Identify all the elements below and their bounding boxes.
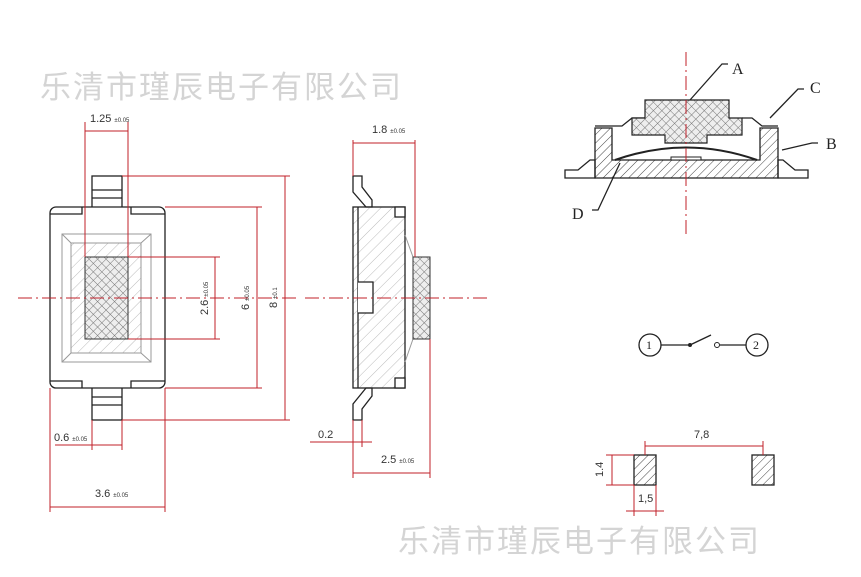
watermark-1: 乐清市瑾辰电子有限公司 <box>40 70 403 106</box>
pad-left <box>633 454 657 486</box>
dim-7-8: 7,8 <box>694 429 709 441</box>
label-A: A <box>732 61 744 78</box>
right-leg <box>777 159 809 179</box>
label-B: B <box>826 136 837 153</box>
bottom-terminal <box>91 386 123 421</box>
dim-3-6-text: 3.6±0.05 <box>95 488 129 500</box>
dim-1-25: 1.25 <box>90 113 111 125</box>
label-C: C <box>810 80 821 97</box>
dim-1-25-tol: ±0.05 <box>114 118 130 124</box>
dim-1-8-tol: ±0.05 <box>390 129 406 135</box>
top-terminal <box>91 175 123 209</box>
dim-2-5-tol: ±0.05 <box>399 459 415 465</box>
side-dimensions: 1.8±0.05 0.2 2.5±0.05 <box>310 124 431 478</box>
dim-2-6-text: 2.6 ±0.05 <box>199 281 211 315</box>
dim-0-6: 0.6 <box>54 432 69 444</box>
dim-0-6-tol: ±0.05 <box>72 437 88 443</box>
pin-1-label: 1 <box>646 338 652 352</box>
label-D: D <box>572 206 584 223</box>
dome-D <box>614 146 758 161</box>
dim-2-6: 2.6 <box>199 300 211 315</box>
dim-2-5-text: 2.5±0.05 <box>381 454 415 466</box>
side-top-terminal <box>352 175 373 208</box>
actuator-A <box>631 99 743 144</box>
dim-1-5: 1,5 <box>638 493 653 505</box>
dim-1-4: 1.4 <box>594 462 606 477</box>
watermark-2: 乐清市瑾辰电子有限公司 <box>398 524 761 560</box>
dim-1-8: 1.8 <box>372 124 387 136</box>
dim-2-6-tol: ±0.05 <box>204 281 210 297</box>
section-labels: A B C D <box>572 61 837 223</box>
dim-6-text: 6 ±0.05 <box>240 285 252 310</box>
dim-0-6-text: 0.6±0.05 <box>54 432 88 444</box>
pin-2-label: 2 <box>753 338 759 352</box>
dim-0-2: 0.2 <box>318 429 333 441</box>
switch-contact <box>689 334 712 346</box>
pin-2-circle <box>745 333 769 357</box>
pad-layout: 7,8 1.4 1,5 <box>594 429 775 516</box>
dim-8-text: 8 ±0.1 <box>268 287 280 308</box>
dim-3-6-tol: ±0.05 <box>113 493 129 499</box>
left-leg <box>564 159 596 179</box>
dim-6-tol: ±0.05 <box>245 285 251 301</box>
front-dimensions: 1.25±0.05 2.6±0.05 6±0.05 8±0.1 0.6±0.05… <box>49 113 290 512</box>
dim-8-tol: ±0.1 <box>273 287 279 299</box>
dim-1-25-text: 1.25±0.05 <box>90 113 130 125</box>
housing-base <box>594 127 779 179</box>
switch-schematic: 1 2 <box>638 333 769 357</box>
dim-6: 6 <box>240 304 252 310</box>
dim-8: 8 <box>268 302 280 308</box>
side-bottom-terminal <box>352 387 373 421</box>
pad-right <box>751 454 775 486</box>
dim-2-5: 2.5 <box>381 454 396 466</box>
dim-1-8-text: 1.8±0.05 <box>372 124 406 136</box>
dim-3-6: 3.6 <box>95 488 110 500</box>
